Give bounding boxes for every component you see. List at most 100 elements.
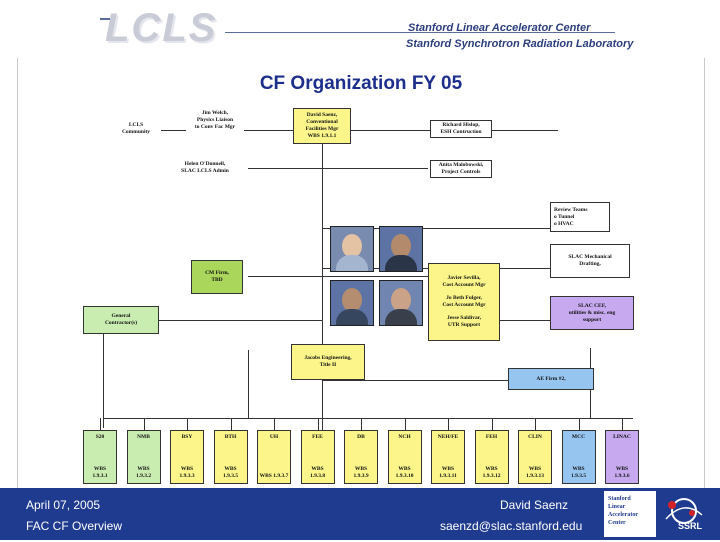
box-line: David Saenz, [306, 112, 338, 118]
ssrl-logo: SSRL [660, 491, 710, 537]
jacobs-box: Jacobs Engineering, Title II [291, 344, 365, 380]
connector-gc-drop [103, 320, 104, 428]
wbs-line: 1.9.3.3 [179, 473, 195, 479]
footer-date: April 07, 2005 [26, 498, 101, 512]
box-line: Review Teams [554, 206, 588, 213]
box-line: Physics Liaison [196, 117, 234, 123]
logo-line: Center [608, 520, 626, 526]
hislop-box: Richard Hislop, ESH Contruction [430, 120, 492, 138]
photo-face [342, 288, 362, 312]
wbs-connector [491, 418, 493, 430]
wbs-line: 1.9.3.5 [570, 473, 587, 479]
box-line: SLAC LCLS Admin [181, 168, 229, 174]
wbs-area-code: MCC [571, 434, 586, 440]
box-line: Title II [319, 362, 337, 368]
welch-box: Jim Welch, Physics Liaison to Conv Fac M… [186, 108, 244, 133]
wbs-connector [143, 418, 145, 430]
header-divider-left [100, 18, 110, 20]
connector-trunk [322, 143, 323, 453]
review-teams-box: Review Teams o Tunnel o HVAC [550, 202, 610, 232]
wbs-area-code: CLIN [528, 434, 542, 440]
slac-logo: Stanford Linear Accelerator Center [604, 491, 656, 537]
wbs-area-code: BTH [224, 434, 237, 440]
box-line: ESH Contruction [440, 129, 482, 135]
wbs-connector [187, 418, 188, 430]
wbs-line: WBS [528, 466, 542, 472]
wbs-connector [448, 418, 449, 430]
connector-cm [248, 276, 428, 277]
wbs-area-code: BSY [181, 434, 193, 440]
ssrl-logo-graphic [665, 498, 703, 524]
ae-firm-box: AE Firm #2, [508, 368, 594, 390]
box-line: Cost Account Mgr [442, 282, 486, 288]
wbs-line: WBS [572, 466, 585, 472]
box-line: Cost Account Mgr [442, 302, 486, 308]
box-line: Contractor(s) [104, 320, 138, 326]
box-line: TBD [211, 277, 223, 283]
box-line: Facilities Mgr [305, 126, 339, 132]
org-name-ssrl: Stanford Synchrotron Radiation Laborator… [406, 38, 634, 50]
general-contractor-box: General Contractor(s) [83, 306, 159, 334]
photo-person-4 [379, 280, 423, 326]
wbs-line: WBS [93, 466, 107, 472]
box-line: Jacobs Engineering, [304, 355, 352, 361]
photo-shoulders [385, 255, 417, 271]
box-line: Community [121, 129, 151, 135]
wbs-line: 1.9.3.11 [439, 473, 457, 479]
odonnell-box: Helen O'Donnell, SLAC LCLS Admin [170, 158, 240, 178]
photo-person-3 [330, 280, 374, 326]
wbs-connector [404, 418, 406, 430]
slac-mech-box: SLAC Mechanical Drafting, [550, 244, 630, 278]
lcls-community-box: LCLS Community [111, 120, 161, 138]
box-line: Helen O'Donnell, [184, 161, 226, 167]
wbs-connector [274, 418, 275, 430]
wbs-line: WBS [441, 466, 455, 472]
cost-account-box: Javier Sevilla, Cost Account Mgr Jo Beth… [428, 263, 500, 341]
footer-talk-title: FAC CF Overview [26, 519, 123, 533]
photo-shoulders [385, 309, 417, 325]
box-line: o Tunnel [554, 213, 575, 220]
connector-review [322, 228, 550, 229]
wbs-area-code: NEH/FE [437, 434, 459, 440]
footer-email: saenzd@slac.stanford.edu [440, 519, 583, 533]
box-line: CM Firm, [205, 270, 229, 276]
box-line: Anita Malobowski, [438, 162, 484, 168]
wbs-line: WBS [485, 466, 498, 472]
logo-line: Accelerator [608, 512, 638, 518]
wbs-area-code: FEE [312, 434, 323, 440]
wbs-line: 1.9.3.10 [395, 473, 414, 479]
photo-person-2 [379, 226, 423, 272]
logo-line: Linear [608, 504, 626, 510]
wbs-line: WBS [137, 466, 150, 472]
wbs-line: WBS [398, 466, 411, 472]
box-line: support [582, 316, 602, 323]
logo-line: Stanford [608, 496, 631, 502]
footer-bar [0, 488, 720, 540]
photo-face [342, 234, 362, 258]
wbs-line: WBS [224, 466, 237, 472]
box-line: Drafting, [579, 261, 601, 267]
header-divider [225, 32, 615, 33]
connector-gc [158, 320, 322, 321]
wbs-connector [622, 418, 623, 430]
